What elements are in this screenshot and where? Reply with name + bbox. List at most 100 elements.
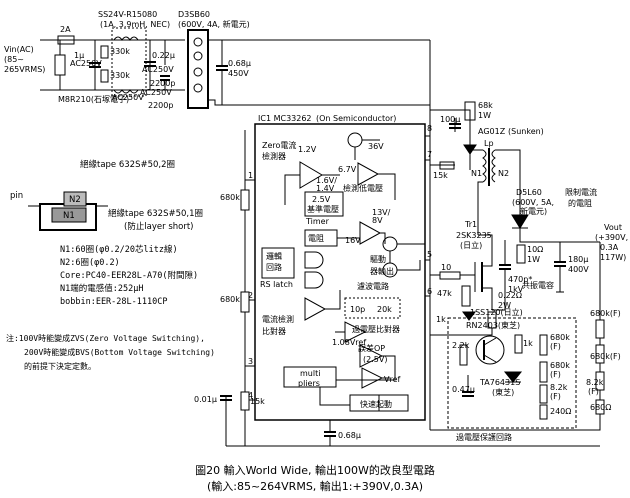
cap-2200a-val: 2200p	[150, 79, 175, 88]
v16-label: 1.6V/	[316, 176, 337, 185]
resistor-330k-a	[100, 45, 109, 59]
vout-2: (+390V,	[595, 233, 628, 242]
r330a-label: 330k	[110, 47, 130, 56]
r47k-label: 47k	[437, 289, 452, 298]
left-r680k-b	[240, 291, 250, 313]
err-2: (2.5V)	[363, 355, 387, 364]
figure-caption: 圖20 輸入World Wide, 輸出100W的改良型電路	[195, 464, 435, 477]
pin-8: 8	[427, 124, 432, 133]
op-error	[359, 344, 384, 368]
vref-1: 2.5V	[312, 195, 331, 204]
ovp-transistor	[475, 335, 505, 365]
block-logic	[261, 247, 295, 279]
zener-label: AG01Z	[478, 127, 506, 136]
figure-caption-sub: (輸入:85~264VRMS, 輸出1:+390V,0.3A)	[206, 480, 424, 493]
v67-label: 6.7V	[338, 165, 357, 174]
limit-1: 限制電流	[565, 187, 597, 197]
r022-val: 0.22Ω	[498, 291, 522, 300]
ovp-c047: 0.47μ	[452, 385, 475, 394]
r10b-label: 10	[441, 263, 451, 272]
input-fuse	[57, 35, 75, 45]
v13-label: 13V/	[372, 208, 391, 217]
cap-022u-rating: AC250V	[142, 65, 174, 74]
out-r82-val: 8.2k	[586, 378, 604, 387]
left-r15k	[240, 391, 250, 411]
lp-label: Lp	[484, 139, 494, 148]
block-multiplier	[283, 366, 337, 388]
r68k-rating: 1W	[478, 111, 491, 120]
out-r680c: 680Ω	[590, 403, 611, 412]
resistor-68k	[464, 101, 476, 121]
bridge-sub: (600V, 4A, 新電元)	[178, 19, 250, 29]
cap-022u-val: 0.22μ	[152, 51, 175, 60]
v8-label: 8V	[372, 216, 383, 225]
cap-2200b-rating: AC250V	[112, 93, 144, 102]
ovp-tl-maker: (東芝)	[492, 387, 514, 397]
gate-resistor-10	[439, 271, 461, 280]
tape-top-label: 絕緣tape 632S#50,2圈	[80, 159, 175, 170]
note-line-1: 注:100V時能變成ZVS(Zero Voltage Switching),	[6, 333, 205, 343]
layer-short-label: (防止layer short)	[124, 221, 194, 232]
vin-label-3: 265VRMS)	[4, 65, 45, 74]
tape-mid-label: 絕緣tape 632S#50,1圈	[108, 208, 203, 219]
diode-part: D5L60	[516, 188, 542, 197]
ovp-r240: 240Ω	[550, 407, 571, 416]
ovp-r82a-tol: (F)	[550, 392, 561, 401]
p10-label: 10p	[350, 305, 365, 314]
pin-4: 4	[248, 391, 253, 400]
out-r82-tol: (F)	[588, 387, 599, 396]
transformer	[482, 148, 496, 186]
pin-7: 7	[427, 150, 432, 159]
v36-label: 36V	[368, 142, 384, 151]
ovp-r680a-tol: (F)	[550, 342, 561, 351]
ovp-r82a-val: 8.2k	[550, 383, 568, 392]
mult-2: pliers	[298, 379, 320, 388]
resistor-330k-b	[100, 69, 109, 83]
pin-3: 3	[248, 357, 253, 366]
ovp-r680b-tol: (F)	[550, 370, 561, 379]
zero-det-1: Zero電流	[262, 140, 296, 150]
ovp-r22k: 2.2k	[452, 341, 470, 350]
mult-1: multi	[300, 369, 320, 378]
ic-mc33262-box	[254, 123, 426, 421]
v12-label: 1.2V	[298, 145, 317, 154]
q-top	[347, 132, 363, 148]
uvlo-label: 檢測低電壓	[343, 183, 383, 193]
note-line-3: 的前提下決定定數。	[24, 361, 96, 371]
spec-line-1: N1:60圈(φ0.2/20芯litz線)	[60, 244, 178, 255]
c470-val: 470p*	[508, 275, 532, 284]
pin-5: 5	[427, 250, 432, 259]
n2-label: N2	[498, 169, 509, 178]
cmp-uvlo	[357, 162, 380, 186]
left-c068-label: 0.68μ	[338, 431, 361, 440]
choke-sub: (1A, 3.9mH, NEC)	[100, 20, 170, 29]
r68k-val: 68k	[478, 101, 493, 110]
cap-2200b-val: 2200p	[148, 101, 173, 110]
r1k-label: 1k	[436, 315, 446, 324]
cmp-current	[304, 297, 327, 321]
cap-1u-val: 1μ	[74, 51, 84, 60]
left-r680b-label: 680k	[220, 295, 240, 304]
ovp-shunt-regulator	[503, 371, 523, 383]
res-label: 電阻	[308, 234, 324, 243]
left-r680a-label: 680k	[220, 193, 240, 202]
zero-det-2: 檢測器	[262, 151, 286, 161]
vout-1: Vout	[604, 223, 622, 232]
spec-line-4: N1端的電感值:252μH	[60, 283, 143, 294]
note-line-2: 200V時能變成BVS(Bottom Voltage Switching)	[24, 347, 215, 357]
filter-label: 濾波電路	[357, 281, 389, 291]
left-r15k-label: 15k	[250, 397, 265, 406]
spec-line-2: N2:6圈(φ0.2)	[60, 258, 120, 268]
fast-start-label: 快速起動	[360, 399, 392, 409]
diode-maker: 新電元)	[520, 206, 547, 216]
ovp-box	[447, 317, 577, 429]
c100u-label: 100μ	[440, 115, 460, 124]
ic-title: IC1 MC33262	[258, 114, 312, 123]
left-r680k-a	[240, 189, 250, 211]
ovp-tl-part: TA76431S	[479, 378, 520, 387]
left-c001-label: 0.01μ	[194, 395, 217, 404]
logic-2: 回路	[266, 262, 282, 272]
ov-cmp-label: 過電壓比對器	[352, 324, 400, 334]
cout-rating: 400V	[568, 265, 589, 274]
